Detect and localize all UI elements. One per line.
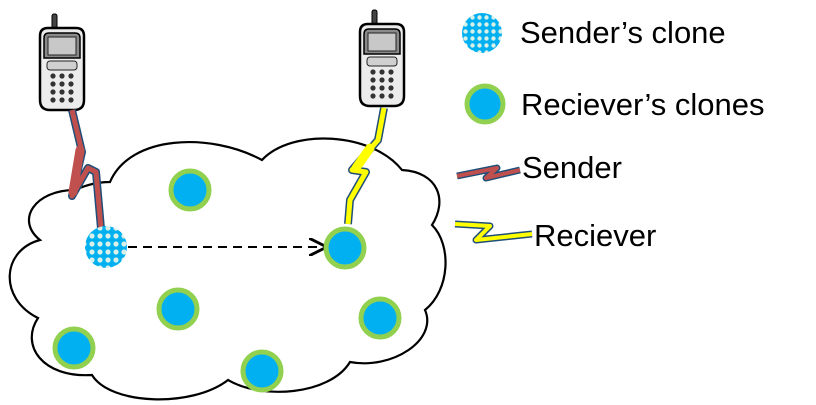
- legend-receiver-bolt-icon: [454, 220, 533, 244]
- receiver-phone-icon: [358, 8, 406, 108]
- receiver-clone-node: [240, 349, 284, 393]
- receiver-clone-node: [52, 326, 96, 370]
- receiver-clone-node: [168, 168, 212, 212]
- receiver-clone-node-target: [323, 226, 367, 270]
- legend-receiver-label: Reciever: [534, 218, 656, 253]
- cloud-shape: [8, 137, 447, 401]
- legend-receiver-clones-label: Reciever’s clones: [521, 87, 765, 122]
- legend-sender-bolt-icon: [456, 164, 521, 182]
- sender-clone-node: [85, 226, 127, 268]
- receiver-clone-node: [358, 296, 402, 340]
- legend: Sender’s clone Reciever’s clones Sender …: [454, 13, 765, 253]
- receiver-clone-node: [156, 287, 200, 331]
- legend-sender-clone-label: Sender’s clone: [520, 15, 726, 50]
- receiver-clone-nodes: [52, 168, 402, 393]
- legend-sender-clone-icon: [462, 13, 502, 53]
- legend-receiver-clone-icon: [464, 83, 506, 125]
- sender-phone-icon: [38, 12, 86, 112]
- legend-sender-label: Sender: [522, 150, 622, 185]
